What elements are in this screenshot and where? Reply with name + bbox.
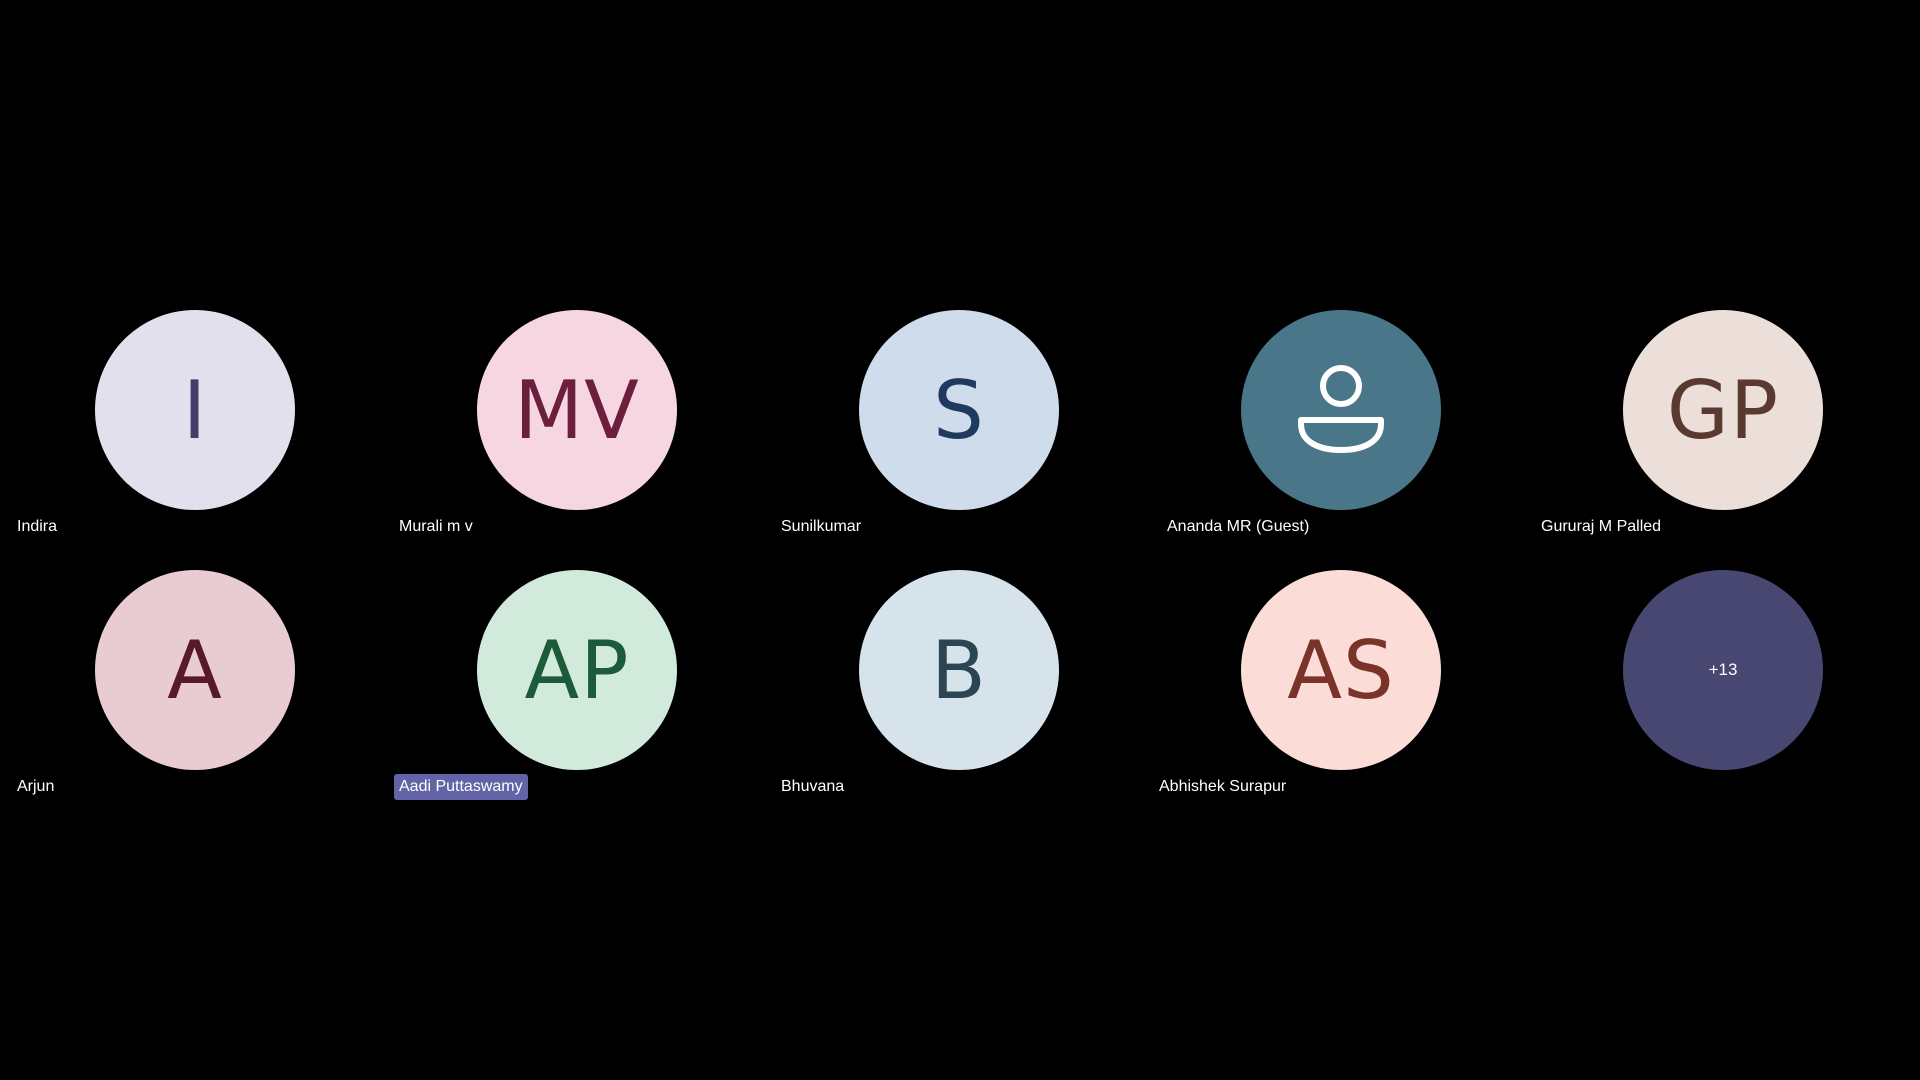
participant-tile[interactable]: MV Murali m v (382, 310, 764, 562)
avatar: A (95, 570, 295, 770)
person-icon (1298, 365, 1384, 453)
participant-tile[interactable]: Ananda MR (Guest) (1146, 310, 1528, 562)
participant-tile[interactable]: I Indira (0, 310, 382, 562)
participant-tile[interactable]: B Bhuvana (764, 570, 1146, 822)
participant-tile[interactable]: GP Gururaj M Palled (1528, 310, 1910, 562)
participant-name: Gururaj M Palled (1541, 518, 1662, 535)
more-participants-button[interactable]: +13 (1623, 570, 1823, 770)
avatar: S (859, 310, 1059, 510)
avatar: AS (1241, 570, 1441, 770)
avatar-initials: B (931, 623, 987, 717)
participant-name: Murali m v (399, 518, 473, 535)
avatar: AP (477, 570, 677, 770)
participant-tile[interactable]: AP Aadi Puttaswamy (382, 570, 764, 822)
participant-name: Bhuvana (781, 778, 845, 795)
avatar-initials: S (933, 363, 985, 457)
avatar-initials: MV (514, 363, 640, 457)
participant-tile[interactable]: S Sunilkumar (764, 310, 1146, 562)
participant-name: Abhishek Surapur (1159, 778, 1287, 795)
overflow-count: +13 (1708, 660, 1738, 679)
avatar-initials: A (167, 623, 223, 717)
avatar (1241, 310, 1441, 510)
avatar: MV (477, 310, 677, 510)
participant-tile[interactable]: AS Abhishek Surapur (1146, 570, 1528, 822)
avatar-initials: I (182, 363, 208, 457)
participant-tile[interactable]: A Arjun (0, 570, 382, 822)
avatar: B (859, 570, 1059, 770)
avatar-initials: AP (524, 623, 630, 717)
avatar-initials: AS (1287, 623, 1395, 717)
overflow-tile[interactable]: +13 (1528, 570, 1910, 822)
participant-name: Sunilkumar (781, 518, 862, 535)
participant-name: Ananda MR (Guest) (1167, 518, 1310, 535)
participant-name: Indira (17, 518, 58, 535)
avatar-initials: GP (1666, 363, 1780, 457)
avatar: GP (1623, 310, 1823, 510)
participant-name-speaking: Aadi Puttaswamy (394, 774, 528, 800)
participant-name: Arjun (17, 778, 55, 795)
avatar: I (95, 310, 295, 510)
